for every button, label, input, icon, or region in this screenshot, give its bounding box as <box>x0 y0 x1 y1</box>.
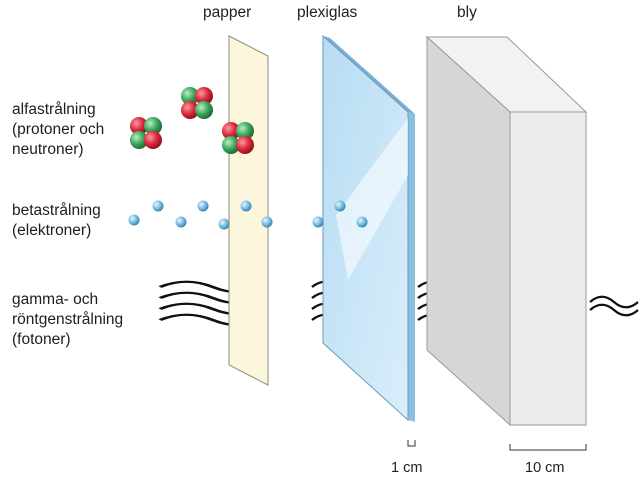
alpha-particle-3 <box>222 122 254 154</box>
gamma-label-line2: röntgenstrålning <box>12 311 124 328</box>
gamma-wave-transmitted <box>588 295 640 317</box>
lead-block <box>425 35 588 427</box>
paper-label: papper <box>203 4 252 21</box>
gamma-label-line3: (fotoner) <box>12 331 71 348</box>
gamma-label-line1: gamma- och <box>12 291 99 308</box>
alpha-particle-1 <box>130 117 162 149</box>
beta-label-line1: betastrålning <box>12 202 101 219</box>
alpha-particle-2 <box>181 87 213 119</box>
lead-thickness-bracket <box>509 444 587 451</box>
beta-electrons-incoming <box>128 200 230 230</box>
beta-electrons-in-plexiglass <box>312 200 368 228</box>
beta-label-line2: (elektroner) <box>12 222 92 239</box>
plexiglass-thickness-bracket <box>407 440 416 447</box>
plexiglass-thickness-label: 1 cm <box>391 460 423 476</box>
alpha-label-line3: neutroner) <box>12 141 84 158</box>
plexiglass-sheet <box>322 34 415 422</box>
lead-thickness-label: 10 cm <box>525 460 565 476</box>
lead-label: bly <box>457 4 477 21</box>
beta-electrons-after-paper <box>240 200 273 228</box>
plexiglass-label: plexiglas <box>297 4 358 21</box>
alpha-label-line1: alfastrålning <box>12 101 96 118</box>
alpha-label-line2: (protoner och <box>12 121 105 138</box>
